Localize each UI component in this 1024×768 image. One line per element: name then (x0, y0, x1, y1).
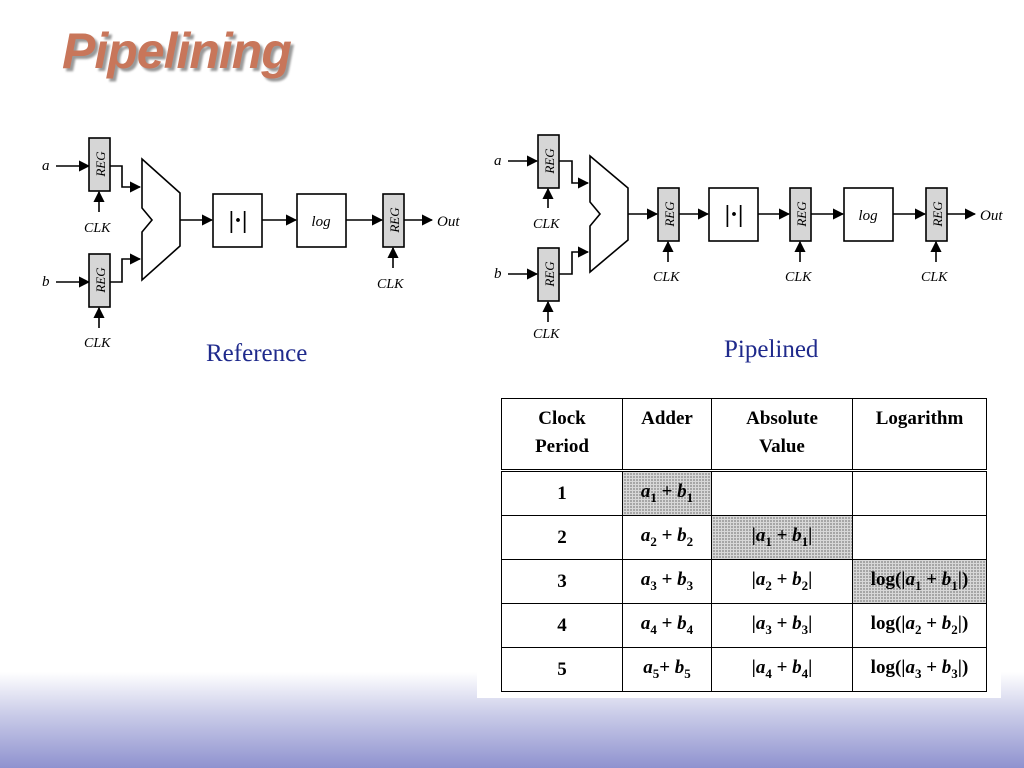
pipe-input-a-label: a (494, 153, 502, 169)
ref-reg-a-label: REG (93, 151, 108, 178)
ref-reg-out: REG (382, 193, 405, 248)
pipelined-circuit: a REG CLK b REG CLK REG CLK (494, 134, 1003, 342)
cell-clock-period: 1 (501, 469, 623, 516)
cell-adder: a4 + b4 (622, 603, 712, 648)
ref-clk-b-label: CLK (84, 336, 111, 351)
cell-absolute-value: |a3 + b3| (711, 603, 853, 648)
ref-reg-b-label: REG (93, 267, 108, 294)
pipe-log-label: log (858, 208, 878, 224)
ref-reg-out-label: REG (387, 207, 402, 234)
cell-adder: a5+ b5 (622, 647, 712, 692)
pipe-abs-block: |·| (708, 187, 759, 242)
ref-input-b-label: b (42, 274, 50, 290)
pipe-reg-1: REG (657, 187, 680, 242)
pipe-log-block: log (843, 187, 894, 242)
ref-abs-block: |·| (212, 193, 263, 248)
header-absolute-value: Absolute Value (711, 398, 853, 471)
pipeline-table: Clock Period Adder Absolute Value Logari… (501, 398, 987, 692)
cell-adder: a3 + b3 (622, 559, 712, 604)
ref-abs-label: |·| (229, 208, 248, 234)
pipe-clk-2-label: CLK (785, 270, 812, 285)
pipe-reg-a: REG (537, 134, 560, 189)
ref-output-label: Out (437, 214, 460, 230)
cell-logarithm (852, 515, 987, 560)
cell-logarithm: log(|a3 + b3|) (852, 647, 987, 692)
cell-logarithm: log(|a2 + b2|) (852, 603, 987, 648)
pipe-abs-label: |·| (725, 202, 744, 228)
cell-adder: a1 + b1 (622, 469, 712, 516)
pipe-output-label: Out (980, 208, 1003, 224)
cell-absolute-value: |a2 + b2| (711, 559, 853, 604)
ref-input-a-label: a (42, 158, 50, 174)
header-clock-period: Clock Period (501, 398, 623, 471)
slide-title: Pipelining (62, 23, 292, 79)
circuit-diagrams: a REG CLK b REG CLK |·| log (42, 134, 1003, 351)
pipe-wire-b-adder (559, 246, 590, 275)
header-adder: Adder (622, 398, 712, 471)
pipe-clk-3-label: CLK (921, 270, 948, 285)
pipe-reg-2: REG (789, 187, 812, 242)
ref-wire-b-adder (110, 253, 142, 283)
pipe-reg-3-label: REG (930, 201, 945, 228)
cell-clock-period: 2 (501, 515, 623, 560)
pipe-wire-a-adder (559, 160, 590, 189)
cell-logarithm (852, 469, 987, 516)
cell-logarithm: log(|a1 + b1|) (852, 559, 987, 604)
ref-clk-out-label: CLK (377, 277, 404, 292)
ref-wire-a-adder (110, 165, 142, 193)
pipe-adder (589, 154, 629, 274)
ref-log-label: log (311, 214, 331, 230)
pipe-reg-2-label: REG (794, 201, 809, 228)
ref-clk-a-label: CLK (84, 221, 111, 236)
pipe-reg-3: REG (925, 187, 948, 242)
cell-clock-period: 5 (501, 647, 623, 692)
table-header-row: Clock Period Adder Absolute Value Logari… (501, 398, 987, 471)
pipe-clk-1-label: CLK (653, 270, 680, 285)
pipe-clk-a-label: CLK (533, 217, 560, 232)
pipe-reg-b-label: REG (542, 261, 557, 288)
pipe-reg-1-label: REG (662, 201, 677, 228)
pipeline-table-panel: Clock Period Adder Absolute Value Logari… (477, 388, 1001, 698)
pipe-input-b-label: b (494, 266, 502, 282)
pipe-reg-b: REG (537, 247, 560, 302)
reference-circuit: a REG CLK b REG CLK |·| log (42, 137, 460, 351)
cell-clock-period: 3 (501, 559, 623, 604)
cell-absolute-value (711, 469, 853, 516)
reference-caption: Reference (206, 340, 308, 367)
cell-absolute-value: |a1 + b1| (711, 515, 853, 560)
ref-log-block: log (296, 193, 347, 248)
pipe-reg-a-label: REG (542, 148, 557, 175)
header-logarithm: Logarithm (852, 398, 987, 471)
pipelined-caption: Pipelined (724, 336, 819, 363)
cell-clock-period: 4 (501, 603, 623, 648)
cell-adder: a2 + b2 (622, 515, 712, 560)
cell-absolute-value: |a4 + b4| (711, 647, 853, 692)
ref-adder (141, 157, 181, 282)
ref-reg-a: REG (88, 137, 111, 192)
pipe-clk-b-label: CLK (533, 327, 560, 342)
ref-reg-b: REG (88, 253, 111, 308)
